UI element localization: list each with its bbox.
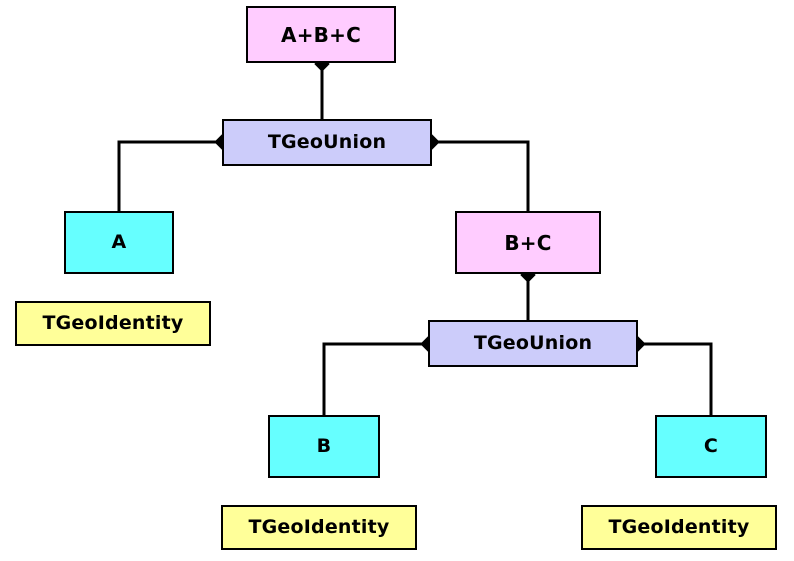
node-shape-b[interactable]: B [268, 415, 380, 478]
node-label: B [316, 435, 332, 457]
node-label: C [703, 435, 719, 457]
node-label: TGeoUnion [267, 131, 387, 153]
node-shape-c[interactable]: C [655, 415, 767, 478]
edge-union-top-to-bc [438, 140, 530, 211]
node-union-top[interactable]: TGeoUnion [222, 119, 432, 166]
node-identity-c[interactable]: TGeoIdentity [581, 505, 777, 550]
node-label: TGeoUnion [473, 332, 593, 354]
node-label: TGeoIdentity [608, 516, 750, 538]
node-label: A+B+C [281, 22, 361, 47]
node-label: TGeoIdentity [248, 516, 390, 538]
edge-union-bottom-to-c [644, 342, 713, 415]
node-identity-a[interactable]: TGeoIdentity [15, 301, 211, 346]
node-shape-a[interactable]: A [64, 211, 174, 274]
node-label: TGeoIdentity [42, 312, 184, 334]
node-label: B+C [504, 230, 552, 255]
node-label: A [111, 231, 127, 253]
node-identity-b[interactable]: TGeoIdentity [221, 505, 417, 550]
node-composite-bc[interactable]: B+C [455, 211, 601, 274]
edge-union-bottom-to-b [322, 342, 422, 415]
node-union-bottom[interactable]: TGeoUnion [428, 320, 638, 367]
node-composite-abc[interactable]: A+B+C [246, 6, 396, 63]
edge-union-top-to-a [117, 140, 216, 211]
